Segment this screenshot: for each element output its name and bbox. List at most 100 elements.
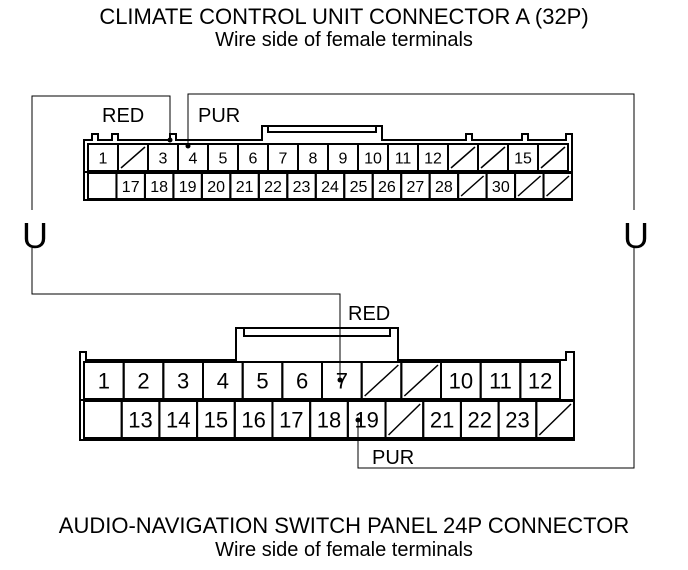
red-probe-wire-lower — [31, 248, 341, 380]
voltmeter-probe-icon: U — [22, 215, 48, 256]
terminal-27: 27 — [400, 172, 431, 200]
blank-cavity-slash — [480, 146, 506, 169]
terminal-number: 22 — [264, 179, 282, 196]
terminal-8: 8 — [297, 143, 329, 172]
terminal-number: 7 — [279, 150, 288, 167]
terminal-17: 17 — [115, 172, 146, 200]
blank-cavity — [514, 172, 545, 200]
blank-cavity-slash — [517, 175, 542, 197]
terminal-20: 20 — [200, 172, 232, 200]
terminal-number: 11 — [395, 150, 412, 167]
terminal-1: 1 — [87, 143, 119, 172]
terminal-1: 1 — [83, 361, 125, 400]
probe-contact-a-red — [167, 137, 173, 143]
terminal-19: 19 — [172, 172, 203, 200]
pur-probe-wire-lower — [357, 248, 635, 469]
terminal-10: 10 — [440, 361, 482, 400]
blank-cavity-slash — [460, 175, 485, 197]
connector-a-subtitle: Wire side of female terminals — [215, 29, 473, 51]
probe-wires — [31, 93, 635, 469]
terminal-17: 17 — [271, 400, 312, 439]
terminal-3: 3 — [162, 361, 204, 400]
terminal-21: 21 — [422, 400, 462, 439]
probe-contact-dots — [167, 137, 361, 423]
wire-label-red-a: RED — [102, 105, 144, 127]
connector-b-subtitle: Wire side of female terminals — [215, 539, 473, 561]
terminal-23: 23 — [497, 400, 538, 439]
blank-cavity-slash — [388, 403, 421, 436]
terminal-number: 4 — [189, 150, 198, 167]
terminal-number: 27 — [407, 179, 425, 196]
terminal-number: 16 — [241, 407, 265, 432]
terminal-number: 15 — [204, 407, 228, 432]
terminal-number: 17 — [279, 407, 303, 432]
connector-a-housing — [83, 125, 573, 201]
cavity-outline — [535, 400, 575, 439]
terminal-9: 9 — [327, 143, 359, 172]
terminal-number: 21 — [430, 407, 454, 432]
connector-a-lock-tab — [267, 125, 377, 133]
terminal-5: 5 — [207, 143, 239, 172]
terminal-23: 23 — [286, 172, 317, 200]
blank-cavity — [542, 172, 574, 200]
terminal-number: 22 — [468, 407, 492, 432]
terminal-4: 4 — [202, 361, 244, 400]
terminal-22: 22 — [257, 172, 289, 200]
terminal-10: 10 — [357, 143, 389, 172]
terminal-number: 25 — [350, 179, 368, 196]
terminal-number: 30 — [492, 179, 510, 196]
connector-b-title: AUDIO-NAVIGATION SWITCH PANEL 24P CONNEC… — [58, 513, 630, 538]
blank-cavity — [360, 361, 403, 400]
terminal-number: 11 — [489, 368, 512, 393]
terminal-number: 18 — [150, 179, 168, 196]
blank-cavity — [447, 143, 479, 172]
blank-cavity — [537, 143, 569, 172]
wire-label-pur-b: PUR — [372, 447, 414, 469]
blank-cavity — [384, 400, 425, 439]
terminal-13: 13 — [120, 400, 161, 439]
blank-cavity-slash — [538, 403, 572, 436]
blank-cavity — [87, 172, 118, 200]
terminal-11: 11 — [479, 361, 522, 400]
terminal-number: 4 — [217, 368, 229, 393]
terminal-number: 12 — [424, 150, 442, 167]
terminal-15: 15 — [196, 400, 236, 439]
blank-cavity-slash — [540, 146, 566, 169]
terminal-26: 26 — [371, 172, 403, 200]
terminal-4: 4 — [177, 143, 209, 172]
terminal-25: 25 — [343, 172, 374, 200]
terminal-number: 3 — [159, 150, 168, 167]
terminal-18: 18 — [309, 400, 349, 439]
connector-b-lock-tab — [243, 327, 391, 337]
terminal-7: 7 — [267, 143, 299, 172]
wire-label-pur-a: PUR — [198, 105, 240, 127]
terminal-12: 12 — [519, 361, 561, 400]
cavity-outline — [519, 361, 561, 400]
terminal-number: 20 — [207, 179, 225, 196]
terminal-28: 28 — [428, 172, 460, 200]
terminal-number: 24 — [321, 179, 339, 196]
terminal-11: 11 — [387, 143, 419, 172]
connector-b-row-1: 1234567101112 — [83, 361, 561, 400]
terminal-number: 2 — [137, 368, 149, 393]
blank-cavity — [457, 172, 488, 200]
terminal-number: 23 — [505, 407, 529, 432]
cavity-outline — [537, 143, 569, 172]
terminal-2: 2 — [122, 361, 165, 400]
terminal-number: 1 — [98, 368, 110, 393]
blank-cavity-slash — [546, 175, 570, 197]
probe-contact-b-red — [337, 377, 343, 383]
cavity-outline — [83, 400, 123, 439]
terminal-5: 5 — [241, 361, 284, 400]
terminal-14: 14 — [158, 400, 199, 439]
blank-cavity-slash — [120, 146, 146, 169]
voltmeter-probe-icon: U — [623, 215, 649, 256]
terminal-21: 21 — [229, 172, 260, 200]
blank-cavity-slash — [450, 146, 476, 169]
terminal-3: 3 — [147, 143, 179, 172]
terminal-6: 6 — [237, 143, 269, 172]
connector-b-housing — [79, 327, 575, 441]
